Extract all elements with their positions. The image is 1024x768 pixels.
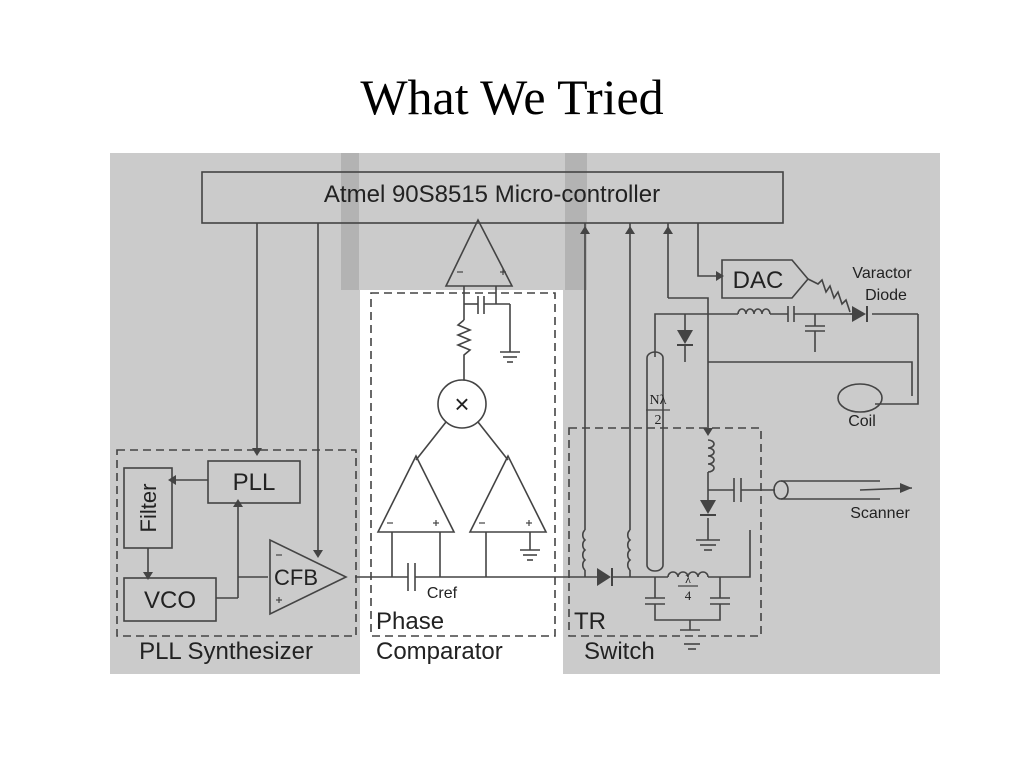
pll-block xyxy=(207,460,301,504)
quarter-wave-denominator: 4 xyxy=(685,588,692,603)
quarter-wave-numerator: λ xyxy=(685,572,691,586)
dac-resistor xyxy=(807,278,851,313)
lower-diode xyxy=(700,500,716,514)
diode-label: Diode xyxy=(865,287,907,304)
vco-label: VCO xyxy=(144,587,196,614)
phase-label: Phase xyxy=(376,608,444,635)
tr-diode xyxy=(597,568,611,586)
rf-choke-1 xyxy=(581,529,587,571)
switch-label: Switch xyxy=(584,638,655,665)
cfb-amplifier xyxy=(269,538,348,616)
tr-section-background xyxy=(563,153,940,674)
n-lambda-numerator: Nλ xyxy=(650,393,667,408)
coil-wire xyxy=(875,314,919,405)
ctrl-to-dac-line xyxy=(697,223,722,277)
highlight-bar-left xyxy=(341,153,359,290)
pll-label: PLL xyxy=(233,469,276,496)
wire xyxy=(415,421,447,461)
varactor-bar xyxy=(866,306,868,322)
arrowhead xyxy=(252,448,262,456)
arrowhead xyxy=(703,428,713,436)
coil-label: Coil xyxy=(848,413,876,430)
arrowhead xyxy=(663,226,673,234)
left-op-amp xyxy=(376,454,456,533)
upper-diode xyxy=(677,330,693,344)
microcontroller-box xyxy=(201,171,784,224)
wire xyxy=(654,313,708,357)
top-op-amp xyxy=(444,218,514,287)
pll-synthesizer-label: PLL Synthesizer xyxy=(139,638,313,665)
top-middle-background xyxy=(360,153,563,290)
transmission-line xyxy=(646,351,664,572)
arrowhead xyxy=(313,550,323,558)
rf-choke-2 xyxy=(626,529,632,571)
varactor-label: Varactor xyxy=(852,265,912,282)
quarter-wave-inductor xyxy=(667,571,709,578)
dac-label: DAC xyxy=(733,267,784,294)
scanner-label: Scanner xyxy=(850,505,910,522)
phase-comparator-box xyxy=(370,292,556,637)
wire xyxy=(708,530,751,578)
tr-switch-box xyxy=(568,427,762,637)
filter-label: Filter xyxy=(136,484,161,533)
right-op-amp xyxy=(468,454,548,533)
tr-label: TR xyxy=(574,608,606,635)
multiplier-symbol: × xyxy=(454,389,469,419)
pll-section-box xyxy=(116,449,357,637)
wire xyxy=(477,421,509,461)
coil-loop xyxy=(837,383,883,413)
varactor-diode xyxy=(852,306,866,322)
highlight-bar-right xyxy=(565,153,587,290)
mixer-circle xyxy=(437,379,487,429)
vco-block xyxy=(123,577,217,622)
arrowhead xyxy=(716,271,724,281)
n-lambda-denominator: 2 xyxy=(655,413,662,428)
arrowhead xyxy=(143,572,153,580)
arrowhead xyxy=(233,499,243,507)
dac-block xyxy=(721,259,810,299)
cref-label: Cref xyxy=(427,585,458,602)
slide-title: What We Tried xyxy=(360,69,664,125)
arrowhead xyxy=(168,475,176,485)
bias-line xyxy=(668,297,709,430)
tr-diode-bar xyxy=(611,568,613,586)
vertical-inductor xyxy=(707,439,715,473)
arrowhead xyxy=(625,226,635,234)
microcontroller-label: Atmel 90S8515 Micro-controller xyxy=(324,181,660,208)
lower-diode-bar xyxy=(700,514,716,516)
ground-bus xyxy=(654,604,721,621)
arrowhead xyxy=(900,483,912,493)
comparator-label: Comparator xyxy=(376,638,503,665)
cfb-label: CFB xyxy=(274,565,318,590)
resistor xyxy=(455,319,473,380)
series-inductor xyxy=(737,308,771,315)
upper-diode-bar xyxy=(677,344,693,346)
arrowhead xyxy=(580,226,590,234)
coil-wire-2 xyxy=(708,361,913,396)
